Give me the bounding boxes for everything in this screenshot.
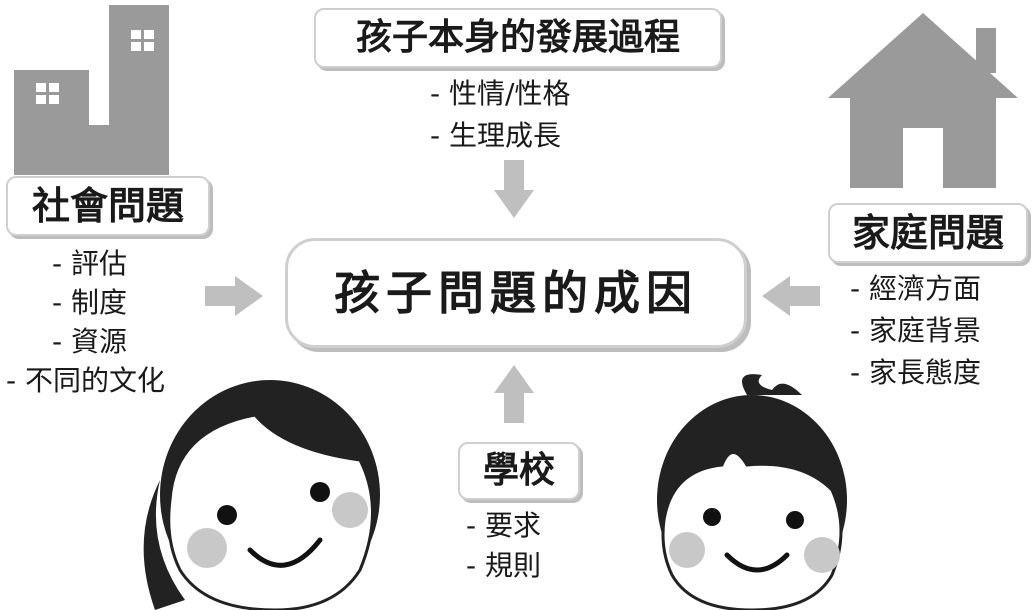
arrow-left-right <box>205 276 263 316</box>
list-item: - 生理成長 <box>430 119 562 152</box>
center-box: 孩子問題的成因 <box>285 238 747 348</box>
left-title-box: 社會問題 <box>6 176 210 236</box>
center-title: 孩子問題的成因 <box>334 266 698 320</box>
list-item: - 制度 <box>52 286 128 319</box>
list-item: - 要求 <box>466 509 542 542</box>
list-item: - 不同的文化 <box>6 364 166 397</box>
list-item: - 規則 <box>466 549 542 582</box>
house-icon <box>828 13 1018 188</box>
building-icon <box>14 5 169 175</box>
arrow-top-down <box>494 160 534 218</box>
bottom-title: 學校 <box>482 450 555 491</box>
list-item: - 家庭背景 <box>850 314 982 347</box>
arrow-bottom-up <box>494 365 534 423</box>
right-title: 家庭問題 <box>851 211 1004 255</box>
bottom-list: - 要求 - 規則 <box>466 512 541 580</box>
list-item: - 經濟方面 <box>850 272 982 305</box>
top-title-box: 孩子本身的發展過程 <box>314 8 722 68</box>
boy-face-illustration <box>657 374 847 610</box>
bottom-title-box: 學校 <box>458 442 580 500</box>
right-title-box: 家庭問題 <box>828 203 1028 263</box>
left-list: - 評估 - 制度 - 資源 - 不同的文化 <box>6 247 165 395</box>
list-item: - 評估 <box>52 247 128 280</box>
list-item: - 資源 <box>52 325 128 358</box>
top-title: 孩子本身的發展過程 <box>355 17 680 58</box>
left-title: 社會問題 <box>31 184 184 228</box>
list-item: - 性情/性格 <box>430 77 571 110</box>
top-list: - 性情/性格 - 生理成長 <box>430 80 570 150</box>
arrow-right-left <box>762 276 820 316</box>
right-list: - 經濟方面 - 家庭背景 - 家長態度 <box>850 275 981 387</box>
list-item: - 家長態度 <box>850 356 982 389</box>
girl-face-illustration <box>143 380 380 610</box>
